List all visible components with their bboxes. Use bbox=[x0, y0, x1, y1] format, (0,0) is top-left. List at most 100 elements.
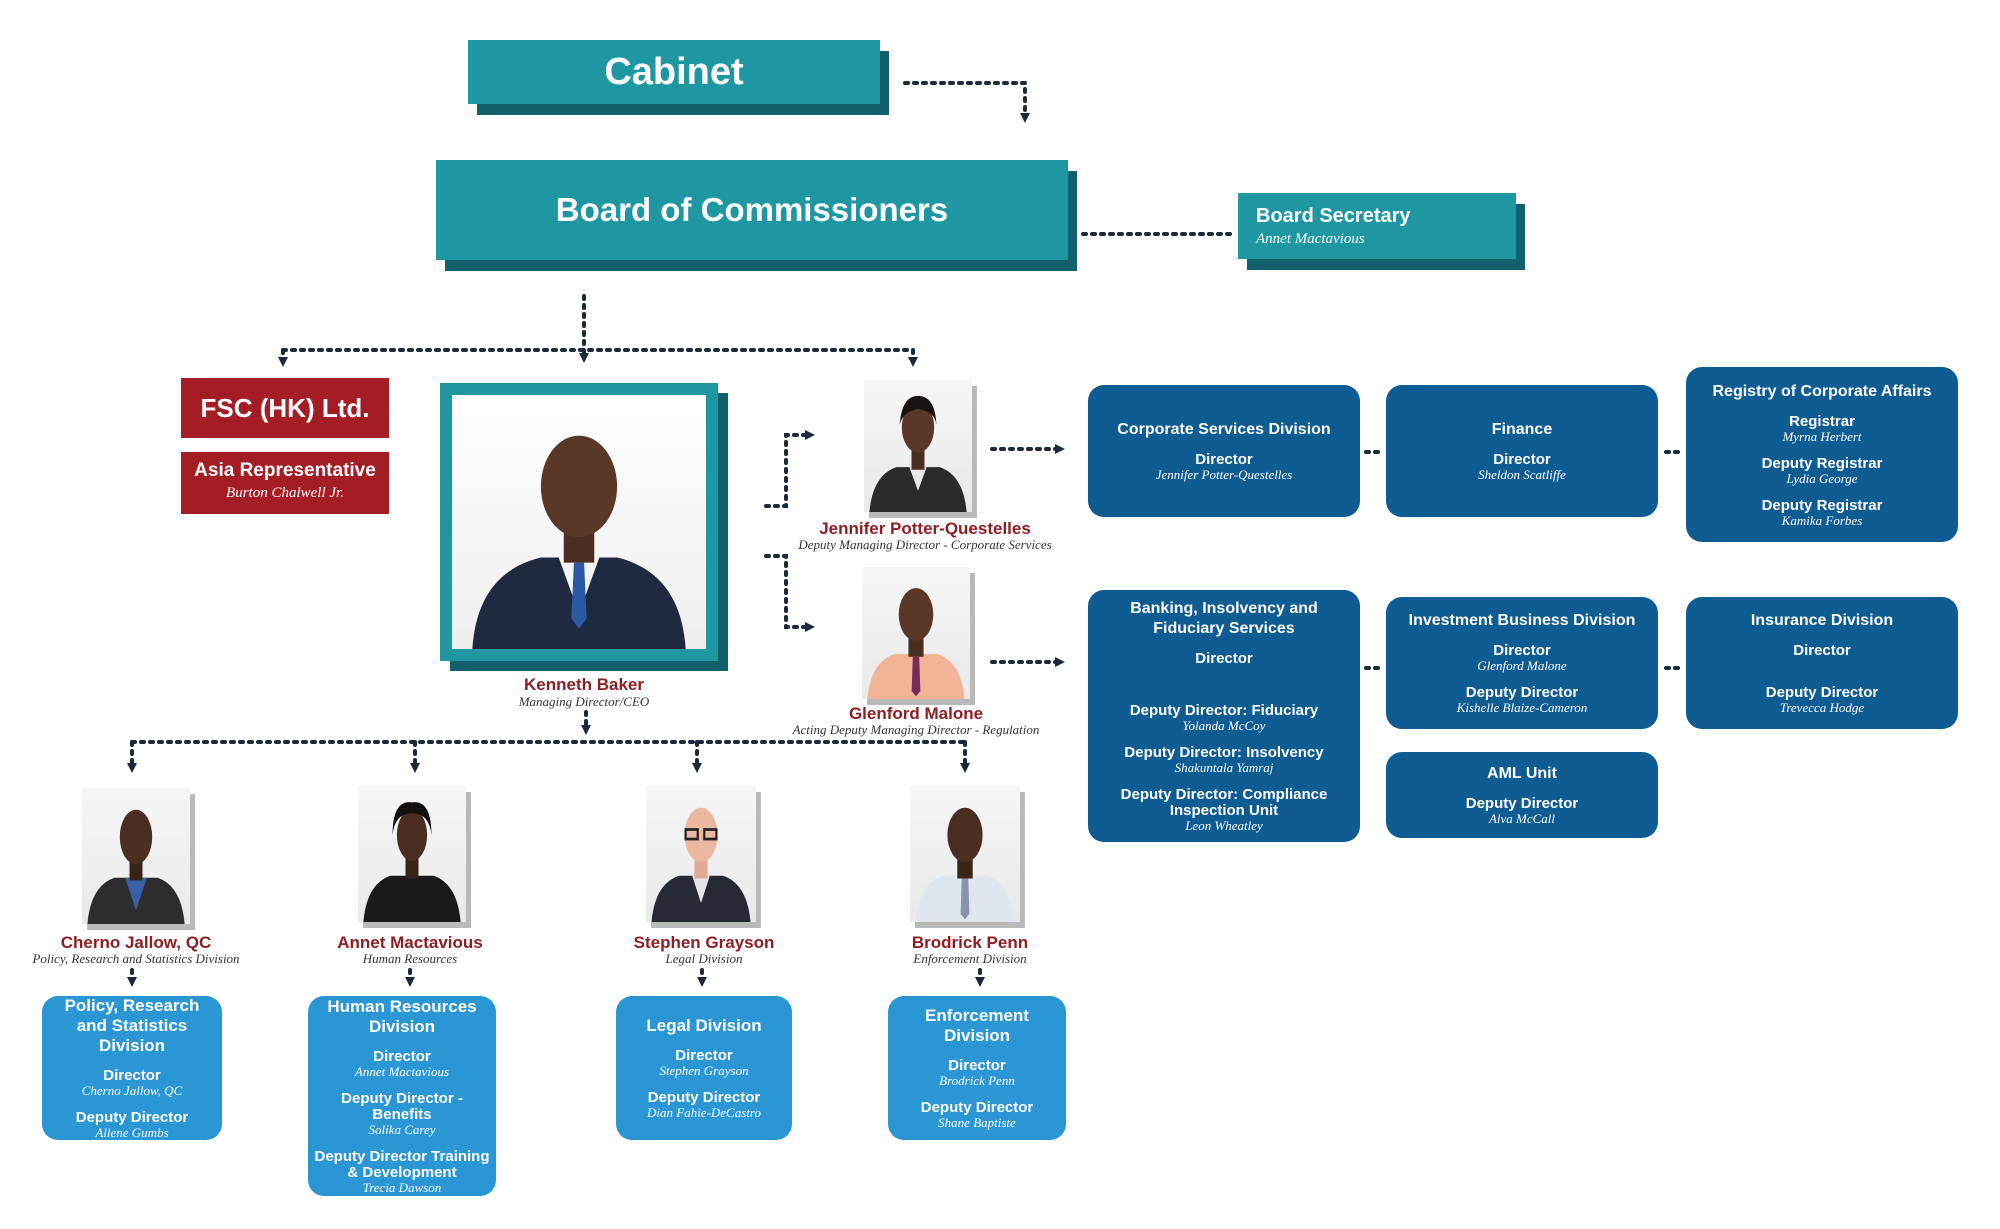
person-portrait-icon bbox=[867, 588, 965, 699]
division-person: Glenford Malone bbox=[1477, 658, 1567, 673]
division-box: Banking, Insolvency and Fiduciary Servic… bbox=[1088, 590, 1360, 842]
staff-name: Annet Mactavious bbox=[337, 933, 483, 952]
division-box: Finance Director Sheldon Scatliffe bbox=[1386, 385, 1658, 517]
person-portrait-icon bbox=[869, 395, 967, 512]
division-person: Yolanda McCoy bbox=[1182, 718, 1266, 733]
division-person: Annet Mactavious bbox=[354, 1064, 450, 1079]
ceo-photo-frame bbox=[440, 383, 718, 661]
division-role: Deputy Director bbox=[1765, 684, 1879, 701]
division-person: Kishelle Blaize-Cameron bbox=[1456, 700, 1588, 715]
person-portrait-icon bbox=[915, 807, 1015, 922]
deputy-photo bbox=[864, 380, 972, 512]
fsc-hk-title: FSC (HK) Ltd. bbox=[200, 392, 370, 423]
division-role: Director bbox=[675, 1047, 733, 1064]
staff-title: Legal Division bbox=[665, 951, 743, 966]
fsc-hk-box: FSC (HK) Ltd. bbox=[181, 378, 389, 438]
division-title: Finance bbox=[1491, 421, 1553, 438]
asia-rep-box: Asia Representative Burton Chalwell Jr. bbox=[181, 452, 389, 514]
division-role: Director bbox=[1195, 650, 1253, 667]
person-portrait-icon bbox=[363, 802, 461, 922]
division-person: Kamika Forbes bbox=[1781, 512, 1863, 528]
division-role: Deputy Director: Compliance Inspection U… bbox=[1120, 786, 1328, 819]
division-person: Brodrick Penn bbox=[939, 1073, 1015, 1088]
division-box: Human Resources Division Director Annet … bbox=[308, 996, 496, 1196]
division-role: Deputy Director - Benefits bbox=[341, 1090, 463, 1123]
division-role: Deputy Director: Fiduciary bbox=[1129, 702, 1319, 719]
division-title: Insurance Division bbox=[1750, 612, 1894, 629]
division-role: Director bbox=[1493, 642, 1551, 659]
division-box: Enforcement Division Director Brodrick P… bbox=[888, 996, 1066, 1140]
division-role: Deputy Director bbox=[1465, 684, 1579, 701]
division-title: Human Resources Division bbox=[327, 997, 477, 1036]
division-box: Registry of Corporate Affairs Registrar … bbox=[1686, 367, 1958, 542]
division-role: Deputy Director: Insolvency bbox=[1124, 744, 1324, 761]
division-title: Enforcement Division bbox=[925, 1006, 1029, 1045]
staff-title: Policy, Research and Statistics Division bbox=[32, 951, 240, 966]
division-person: Lydia George bbox=[1786, 470, 1858, 486]
division-person: Shane Baptiste bbox=[938, 1115, 1016, 1130]
staff-name: Brodrick Penn bbox=[911, 933, 1029, 952]
division-person: Trecia Dawson bbox=[362, 1180, 442, 1195]
ceo-photo bbox=[452, 395, 706, 649]
division-person: Solika Carey bbox=[368, 1122, 436, 1137]
division-box: Investment Business Division Director Gl… bbox=[1386, 597, 1658, 729]
staff-photo bbox=[358, 786, 466, 922]
division-person: Leon Wheatley bbox=[1185, 818, 1263, 833]
division-person: Myrna Herbert bbox=[1782, 428, 1862, 444]
board-secretary-title: Board Secretary bbox=[1256, 205, 1411, 227]
division-box: Insurance Division Director Deputy Direc… bbox=[1686, 597, 1958, 729]
division-role: Director bbox=[103, 1067, 161, 1084]
division-person: Jennifer Potter-Questelles bbox=[1155, 467, 1293, 482]
staff-photo bbox=[82, 788, 190, 924]
division-box: AML Unit Deputy Director Alva McCall bbox=[1386, 752, 1658, 838]
board-box: Board of Commissioners bbox=[436, 160, 1068, 260]
division-title: Legal Division bbox=[646, 1016, 762, 1035]
division-role: Deputy Registrar bbox=[1761, 496, 1883, 514]
division-role: Deputy Director bbox=[75, 1109, 189, 1126]
division-title: Registry of Corporate Affairs bbox=[1712, 382, 1932, 400]
division-role: Deputy Registrar bbox=[1761, 454, 1883, 472]
deputy-name: Jennifer Potter-Questelles bbox=[819, 519, 1031, 538]
board-label: Board of Commissioners bbox=[555, 191, 949, 228]
division-title: Investment Business Division bbox=[1408, 612, 1636, 629]
staff-title: Enforcement Division bbox=[913, 951, 1027, 966]
division-title: AML Unit bbox=[1487, 765, 1557, 782]
asia-rep-name: Burton Chalwell Jr. bbox=[226, 485, 344, 501]
division-person: Trevecca Hodge bbox=[1779, 700, 1865, 715]
division-title: Corporate Services Division bbox=[1117, 421, 1331, 438]
ceo-name: Kenneth Baker bbox=[524, 675, 644, 694]
division-role: Director bbox=[1493, 451, 1551, 468]
division-person: Sheldon Scatliffe bbox=[1478, 467, 1566, 482]
cabinet-box: Cabinet bbox=[468, 40, 880, 104]
division-box: Policy, Research and Statistics Division… bbox=[42, 996, 222, 1140]
division-person: Dian Fahie-DeCastro bbox=[647, 1105, 761, 1120]
division-role: Deputy Director bbox=[647, 1089, 761, 1106]
division-role: Deputy Director bbox=[1465, 795, 1579, 812]
person-portrait-icon bbox=[472, 435, 686, 649]
division-person: Allene Gumbs bbox=[95, 1125, 169, 1140]
division-role: Director bbox=[373, 1048, 431, 1065]
division-person: Alva McCall bbox=[1488, 811, 1556, 826]
board-secretary-name: Annet Mactavious bbox=[1256, 231, 1365, 247]
ceo-title: Managing Director/CEO bbox=[518, 694, 650, 709]
division-person: Stephen Grayson bbox=[659, 1063, 749, 1078]
board-secretary-box: Board Secretary Annet Mactavious bbox=[1238, 193, 1516, 259]
division-role: Deputy Director Training & Development bbox=[314, 1148, 490, 1181]
division-box: Corporate Services Division Director Jen… bbox=[1088, 385, 1360, 517]
staff-name: Stephen Grayson bbox=[633, 933, 775, 952]
staff-name: Cherno Jallow, QC bbox=[60, 933, 212, 952]
division-title: Banking, Insolvency and Fiduciary Servic… bbox=[1130, 600, 1318, 637]
staff-title: Human Resources bbox=[362, 951, 458, 966]
person-portrait-icon bbox=[87, 809, 185, 924]
division-box: Legal Division Director Stephen Grayson … bbox=[616, 996, 792, 1140]
division-role: Director bbox=[948, 1057, 1006, 1074]
deputy-title: Acting Deputy Managing Director - Regula… bbox=[792, 722, 1040, 737]
deputy-title: Deputy Managing Director - Corporate Ser… bbox=[798, 537, 1052, 552]
division-person: Shakuntala Yamraj bbox=[1174, 760, 1274, 775]
asia-rep-title: Asia Representative bbox=[194, 460, 376, 481]
deputy-name: Glenford Malone bbox=[848, 704, 984, 723]
staff-photo bbox=[646, 786, 756, 922]
division-role: Registrar bbox=[1789, 412, 1855, 430]
person-portrait-icon bbox=[651, 807, 751, 922]
